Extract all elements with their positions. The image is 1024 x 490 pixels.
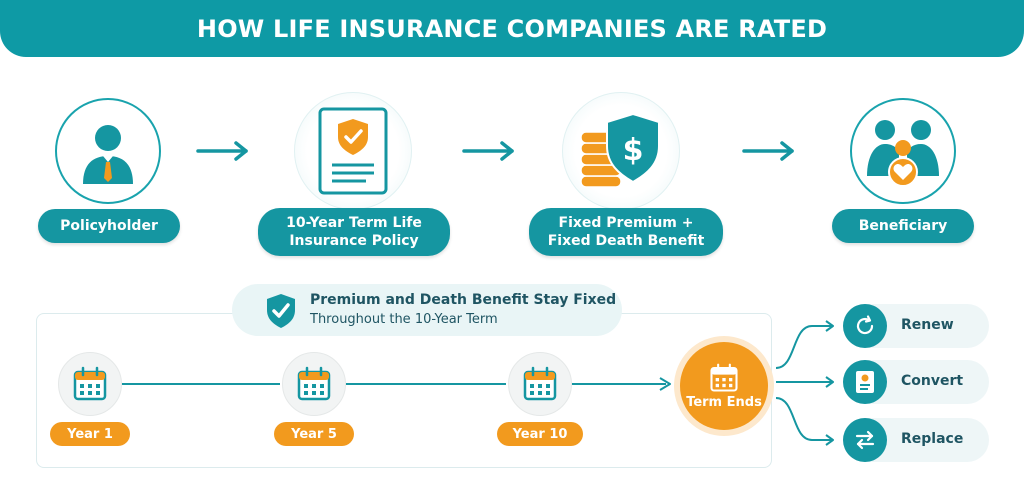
year5-text: Year 5 — [291, 426, 337, 442]
page-title: HOW LIFE INSURANCE COMPANIES ARE RATED — [196, 14, 828, 43]
calendar-icon — [710, 363, 738, 392]
year10-circle — [508, 352, 572, 416]
arrow-right-icon — [462, 141, 514, 161]
family-heart-icon — [867, 120, 939, 187]
renew-icon-circle — [843, 304, 887, 348]
policyholder-label: Policyholder — [38, 209, 180, 243]
document-shield-icon — [318, 107, 388, 195]
arrow-right-icon — [196, 141, 248, 161]
beneficiary-label: Beneficiary — [832, 209, 974, 243]
calendar-icon — [73, 366, 107, 401]
calendar-icon — [297, 366, 331, 401]
premium-label: Fixed Premium + Fixed Death Benefit — [529, 208, 723, 256]
year5-label: Year 5 — [274, 422, 354, 446]
term-ends-label: Term Ends — [686, 394, 762, 410]
fixed-note-banner: Premium and Death Benefit Stay Fixed Thr… — [232, 284, 622, 336]
calendar-icon — [523, 366, 557, 401]
year10-label: Year 10 — [497, 422, 583, 446]
year1-circle — [58, 352, 122, 416]
year1-text: Year 1 — [67, 426, 113, 442]
shield-check-icon — [267, 294, 295, 328]
fixed-note-subtitle: Throughout the 10-Year Term — [310, 312, 498, 327]
premium-text-line1: Fixed Premium + — [558, 214, 694, 231]
option-convert: Convert — [843, 360, 989, 404]
policy-circle — [294, 92, 412, 210]
timeline-panel — [36, 313, 772, 468]
document-icon — [856, 371, 874, 393]
term-ends-circle: Term Ends — [680, 342, 768, 430]
year10-text: Year 10 — [512, 426, 568, 442]
coins-dollar-shield-icon: $ — [580, 112, 660, 188]
policyholder-text: Policyholder — [60, 217, 158, 234]
convert-icon-circle — [843, 360, 887, 404]
fixed-note-title: Premium and Death Benefit Stay Fixed — [310, 292, 617, 308]
beneficiary-circle — [850, 98, 956, 204]
option-renew: Renew — [843, 304, 989, 348]
arrow-right-icon — [742, 141, 794, 161]
swap-icon — [855, 430, 875, 450]
option-replace: Replace — [843, 418, 989, 462]
beneficiary-text: Beneficiary — [858, 217, 948, 234]
svg-text:$: $ — [623, 133, 644, 168]
policyholder-circle — [55, 98, 161, 204]
year5-circle — [282, 352, 346, 416]
policy-text-line2: Insurance Policy — [289, 233, 419, 249]
policy-text-line1: 10-Year Term Life — [286, 214, 422, 231]
replace-label: Replace — [901, 431, 964, 447]
convert-label: Convert — [901, 373, 964, 389]
replace-icon-circle — [843, 418, 887, 462]
premium-text-line2: Fixed Death Benefit — [547, 233, 705, 249]
year1-label: Year 1 — [50, 422, 130, 446]
person-tie-icon — [83, 125, 133, 184]
renew-label: Renew — [901, 317, 954, 333]
premium-circle: $ — [562, 92, 680, 210]
title-banner: HOW LIFE INSURANCE COMPANIES ARE RATED — [0, 0, 1024, 57]
refresh-icon — [856, 315, 874, 335]
policy-label: 10-Year Term Life Insurance Policy — [258, 208, 450, 256]
